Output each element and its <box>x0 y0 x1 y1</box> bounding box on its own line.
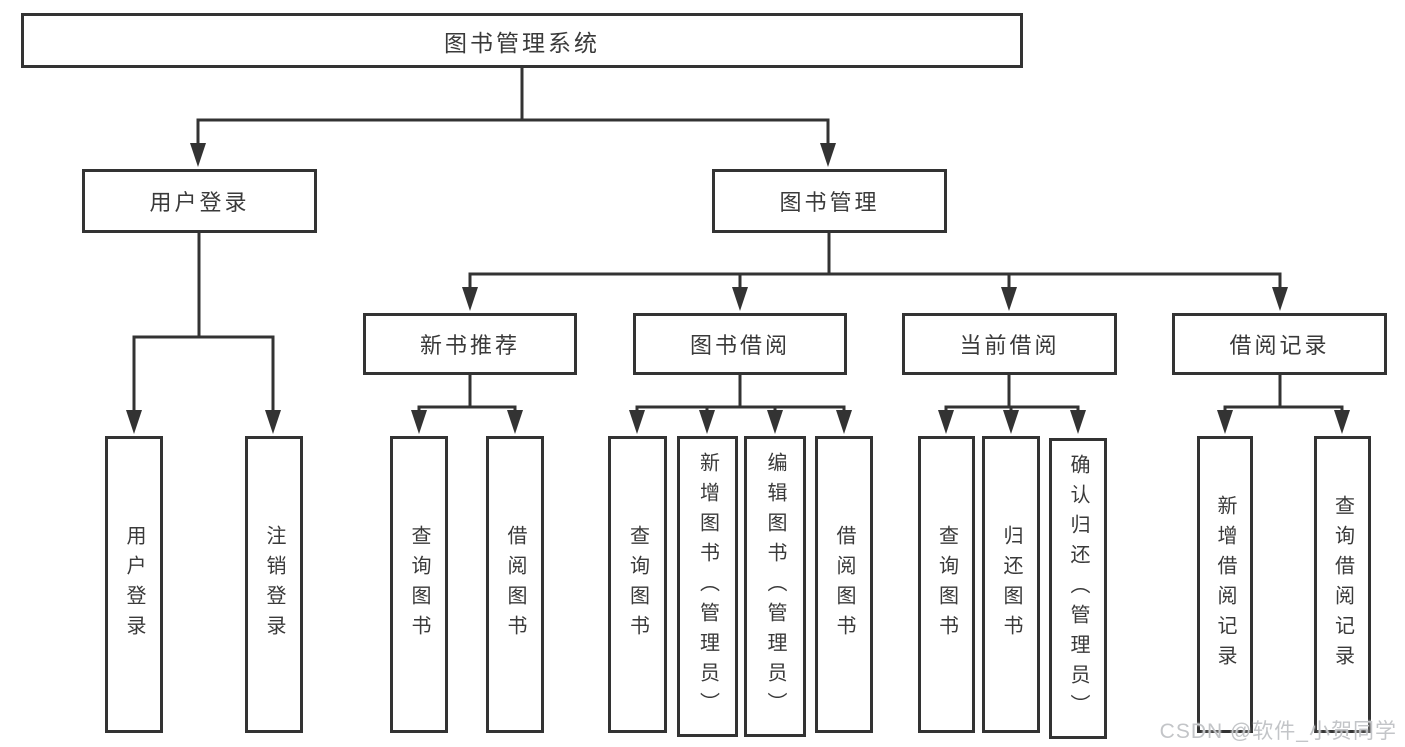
node-borrowing-records: 借阅记录 <box>1172 313 1387 375</box>
arrowhead-icon <box>462 287 478 311</box>
node-book-borrowing: 图书借阅 <box>633 313 847 375</box>
leaf-add-borrow-record: 新增借阅记录 <box>1197 436 1253 733</box>
arrowhead-icon <box>1334 410 1350 434</box>
arrowhead-icon <box>507 410 523 434</box>
arrowhead-icon <box>767 410 783 434</box>
node-user-login: 用户登录 <box>82 169 317 233</box>
arrowhead-icon <box>732 287 748 311</box>
leaf-return-book: 归还图书 <box>982 436 1040 733</box>
arrowhead-icon <box>938 410 954 434</box>
leaf-edit-book-admin: 编辑图书（管理员） <box>744 436 806 737</box>
leaf-user-login: 用户登录 <box>105 436 163 733</box>
root-node-library-management-system: 图书管理系统 <box>21 13 1023 68</box>
watermark: CSDN @软件_小贺同学 <box>1159 720 1397 743</box>
arrowhead-icon <box>1272 287 1288 311</box>
node-current-borrowing: 当前借阅 <box>902 313 1117 375</box>
node-new-book-recommend: 新书推荐 <box>363 313 577 375</box>
leaf-query-books-current: 查询图书 <box>918 436 975 733</box>
leaf-borrow-books-recommend: 借阅图书 <box>486 436 544 733</box>
arrowhead-icon <box>1003 410 1019 434</box>
leaf-confirm-return-admin: 确认归还（管理员） <box>1049 438 1107 739</box>
arrowhead-icon <box>1217 410 1233 434</box>
arrowhead-icon <box>1070 410 1086 434</box>
node-book-management: 图书管理 <box>712 169 947 233</box>
leaf-borrow-books-borrow: 借阅图书 <box>815 436 873 733</box>
leaf-query-books-borrow: 查询图书 <box>608 436 667 733</box>
arrowhead-icon <box>126 410 142 434</box>
arrowhead-icon <box>699 410 715 434</box>
arrowhead-icon <box>1001 287 1017 311</box>
arrowhead-icon <box>411 410 427 434</box>
leaf-add-book-admin: 新增图书（管理员） <box>677 436 738 737</box>
leaf-logout: 注销登录 <box>245 436 303 733</box>
leaf-query-books-recommend: 查询图书 <box>390 436 448 733</box>
arrowhead-icon <box>820 143 836 167</box>
arrowhead-icon <box>836 410 852 434</box>
arrowhead-icon <box>190 143 206 167</box>
arrowhead-icon <box>265 410 281 434</box>
arrowhead-icon <box>629 410 645 434</box>
leaf-query-borrow-record: 查询借阅记录 <box>1314 436 1371 733</box>
